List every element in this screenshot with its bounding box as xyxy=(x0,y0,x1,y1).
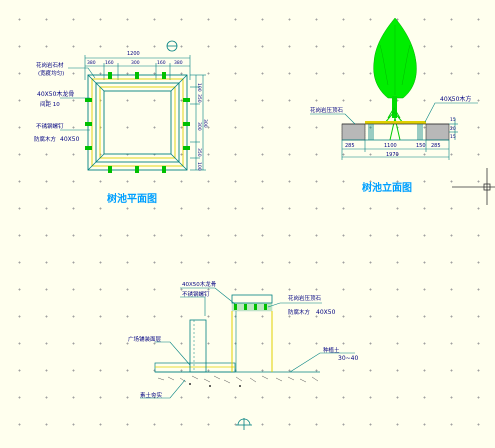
plan-dim-seg: 160 xyxy=(105,60,114,66)
elevation-dim: 285 xyxy=(345,143,355,149)
section-label-right1: 花岗岩压顶石 xyxy=(288,294,322,302)
section-pit-wall-left xyxy=(189,319,207,373)
plan-right-dims: 100 350 300 300 350 100 xyxy=(196,83,208,171)
plan-right-dim: 100 xyxy=(196,83,202,92)
plan-dim-seg: 380 xyxy=(174,60,183,66)
elevation-label-right: 40X50木方 xyxy=(440,95,471,103)
section-label-right3-dim: 30~40 xyxy=(338,355,358,362)
plan-dim-segments: 380 160 300 160 380 xyxy=(87,60,183,66)
elevation-view-title: 树池立面图 xyxy=(362,181,412,194)
plan-right-dim: 300 xyxy=(196,122,202,131)
elevation-dim: 150 xyxy=(416,143,426,149)
plan-tree-pit-frame xyxy=(87,74,188,171)
plan-dim-seg: 300 xyxy=(131,60,140,66)
plan-label-low-dim: 40X50 xyxy=(60,136,80,143)
elevation-dim: 285 xyxy=(431,143,441,149)
section-label-top: 40X50木龙骨 xyxy=(182,280,217,288)
elevation-dim: 1100 xyxy=(384,143,397,149)
elevation-leaders xyxy=(310,102,478,125)
elevation-dim-lines xyxy=(341,118,458,160)
elevation-pit-base xyxy=(341,121,450,141)
elevation-right-dim: 15 xyxy=(450,117,456,123)
section-soil-hatch xyxy=(157,375,319,388)
plan-dim-total: 1200 xyxy=(127,51,140,57)
plan-label-low: 不锈钢螺钉 xyxy=(36,122,64,130)
section-screw-marks xyxy=(234,304,267,310)
section-label-left1: 广场铺装面层 xyxy=(128,335,162,343)
section-label-right2-dim: 40X50 xyxy=(316,309,336,316)
elevation-right-dims: 15 20 15 xyxy=(450,117,456,140)
elevation-right-dim: 20 xyxy=(450,126,456,132)
elevation-right-dim: 15 xyxy=(450,134,456,140)
tree-icon xyxy=(373,17,417,141)
plan-dimension-lines xyxy=(84,55,206,171)
north-arrow-icon xyxy=(166,40,178,52)
plan-screw-marks xyxy=(85,72,190,173)
plan-label-mid: 40X50木龙骨 xyxy=(37,90,74,98)
plan-view: 花岗岩石材 (宽度均匀) 40X50木龙骨 间距 10 不锈钢螺钉 防腐木方 4… xyxy=(34,40,208,205)
plan-right-dim: 100 xyxy=(196,162,202,171)
elevation-view: 花岗岩压顶石 40X50木方 285 1100 150 285 1970 15 … xyxy=(310,17,478,194)
section-label-top2: 不锈钢螺钉 xyxy=(182,290,210,298)
section-pit-wall-right xyxy=(231,294,273,372)
plan-label-mid-sub: 间距 10 xyxy=(40,100,60,108)
section-label-right3: 种植土 xyxy=(323,346,340,354)
plan-right-dim: 300 xyxy=(202,119,208,128)
plan-dim-seg: 380 xyxy=(87,60,96,66)
plan-view-title: 树池平面图 xyxy=(107,192,157,205)
crosshair-cursor-icon xyxy=(452,168,495,205)
plan-right-dim: 350 xyxy=(196,94,202,103)
plan-label-top: 花岗岩石材 xyxy=(36,61,64,69)
elevation-label-left: 花岗岩压顶石 xyxy=(310,106,344,114)
section-label-left2: 素土夯实 xyxy=(140,391,163,399)
elevation-bottom-dims: 285 1100 150 285 1970 xyxy=(345,143,441,158)
section-view: 40X50木龙骨 不锈钢螺钉 花岗岩压顶石 防腐木方 40X50 广场铺装面层 … xyxy=(128,280,358,430)
section-paving-slab xyxy=(154,362,236,373)
plan-right-dim: 350 xyxy=(196,148,202,157)
plan-dim-seg: 160 xyxy=(157,60,166,66)
plan-label-top-sub: (宽度均匀) xyxy=(38,69,64,77)
section-label-right2: 防腐木方 xyxy=(288,308,311,316)
plan-label-low-sub: 防腐木方 xyxy=(34,135,57,143)
section-mark-icon xyxy=(236,418,252,430)
elevation-dim-total: 1970 xyxy=(386,152,399,158)
plan-leader-lines xyxy=(60,67,96,131)
section-leaders xyxy=(140,287,355,399)
